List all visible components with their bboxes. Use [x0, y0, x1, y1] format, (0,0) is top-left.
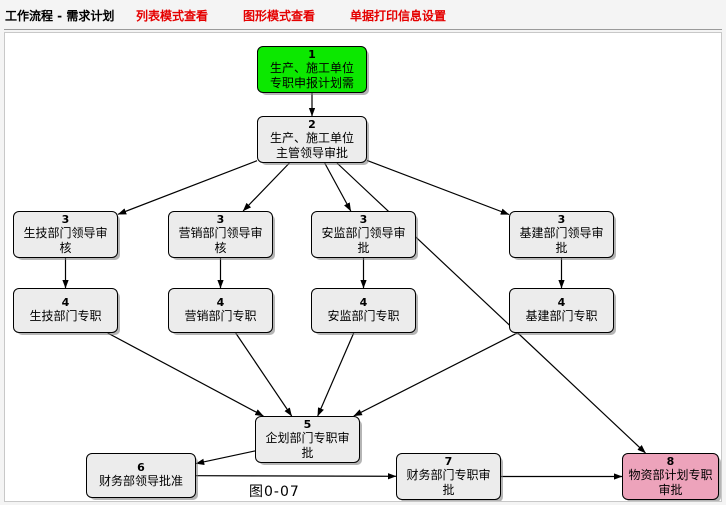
node-step-number: 2: [308, 117, 316, 131]
node-label-line1: 基建部门领导审: [519, 225, 604, 240]
node-step-number: 3: [359, 212, 368, 226]
node-step-number: 4: [557, 296, 566, 309]
node-step-number: 4: [359, 296, 368, 309]
node-label-line1: 生技部门专职: [29, 309, 102, 323]
page-title: 工作流程 - 需求计划: [5, 9, 115, 23]
node-step-number: 3: [216, 212, 225, 226]
menu-item-list-view[interactable]: 列表模式查看: [136, 9, 209, 23]
node-label-line2: 批: [357, 240, 370, 255]
node-label-line1: 基建部门专职: [525, 309, 598, 323]
node-step-number: 8: [666, 454, 675, 468]
workflow-edge-n6-to-n7: [195, 473, 397, 480]
page-header: 工作流程 - 需求计划 列表模式查看 图形模式查看 单据打印信息设置: [0, 0, 726, 33]
node-label-line1: 财务部领导批准: [98, 474, 183, 488]
node-label-line1: 企划部门专职审: [265, 430, 350, 445]
node-label-line2: 批: [555, 240, 568, 255]
node-step-number: 1: [308, 47, 316, 61]
node-step-number: 7: [444, 454, 453, 468]
workflow-edges: [62, 93, 646, 480]
node-step-number: 3: [557, 212, 566, 226]
node-label-line1: 安监部门专职: [327, 309, 400, 323]
node-label-line2: 批: [442, 482, 455, 497]
node-label-line1: 生产、施工单位: [269, 130, 354, 145]
node-label-line2: 核: [59, 240, 72, 255]
workflow-edge-n2-to-n3a: [117, 160, 258, 215]
node-label-line1: 生产、施工单位: [269, 60, 354, 75]
node-label-line2: 审批: [658, 482, 683, 497]
node-label-line1: 营销部门领导审: [178, 225, 263, 240]
workflow-edge-n4a-to-n5: [107, 332, 264, 417]
node-label-line1: 安监部门领导审: [321, 225, 406, 240]
node-label-line1: 物资部计划专职: [628, 467, 713, 482]
node-step-number: 4: [216, 296, 225, 309]
figure-caption: 图0-07: [249, 484, 300, 500]
node-label-line2: 核: [214, 240, 227, 255]
node-step-number: 6: [137, 461, 145, 474]
node-label-line1: 生技部门领导审: [23, 225, 108, 240]
node-step-number: 5: [303, 417, 312, 431]
workflow-edge-n2-to-n3c: [324, 162, 352, 212]
node-label-line2: 专职申报计划需: [269, 75, 354, 90]
node-label-line1: 财务部门专职审: [406, 467, 491, 482]
node-label-line2: 批: [301, 445, 314, 460]
menu-item-print-settings[interactable]: 单据打印信息设置: [350, 9, 447, 23]
workflow-edge-n5-to-n6: [195, 450, 256, 466]
menu-item-graph-view[interactable]: 图形模式查看: [243, 9, 316, 23]
node-step-number: 4: [61, 296, 70, 309]
node-step-number: 3: [61, 212, 70, 226]
workflow-edge-n4d-to-n5: [353, 332, 518, 417]
workflow-edge-n4b-to-n5: [235, 332, 293, 417]
node-label-line1: 营销部门专职: [184, 309, 257, 323]
node-label-line2: 主管领导审批: [275, 145, 348, 160]
workflow-edge-n2-to-n3b: [242, 162, 290, 212]
workflow-edge-n4c-to-n5: [317, 332, 355, 417]
workflow-edge-n2-to-n3d: [366, 159, 510, 216]
